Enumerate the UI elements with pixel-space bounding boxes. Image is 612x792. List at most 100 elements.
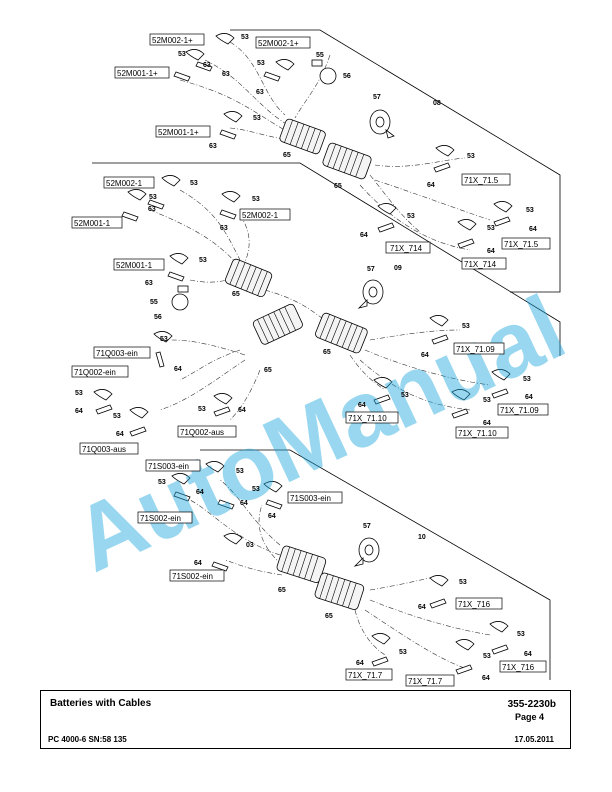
- ref-label: 71X_71.5: [504, 240, 539, 249]
- part-number: 64: [358, 402, 366, 409]
- part-number: 03: [246, 542, 254, 549]
- ref-label: 71X_71.7: [348, 671, 383, 680]
- part-number: 65: [264, 367, 272, 374]
- ref-label: 52M001-1+: [158, 128, 199, 137]
- boot: [171, 473, 191, 485]
- part-number: 56: [343, 73, 351, 80]
- part-number: 64: [524, 651, 532, 658]
- part-number: 53: [526, 207, 534, 214]
- corrugated-sleeve: [314, 572, 365, 610]
- cable-clamp: [319, 67, 337, 85]
- wiring-lines: [149, 41, 491, 671]
- part-number: 53: [160, 336, 168, 343]
- part-number: 56: [154, 314, 162, 321]
- ref-label: 71X_71.09: [456, 345, 495, 354]
- part-numbers: 53 53 63 55 56 53 63 63 57 53 63 65 65 5…: [75, 34, 537, 682]
- boot: [429, 315, 449, 327]
- section-number: 09: [394, 265, 402, 272]
- part-number: 53: [75, 390, 83, 397]
- part-number: 53: [462, 323, 470, 330]
- part-number: 64: [238, 407, 246, 414]
- boot: [489, 621, 509, 633]
- ref-label: 71Q002-aus: [180, 428, 224, 437]
- boot: [263, 481, 283, 493]
- cable-lug: [173, 71, 191, 82]
- part-number: 53: [241, 34, 249, 41]
- boot: [215, 33, 235, 45]
- boot: [223, 533, 243, 545]
- boxed-labels: 52M002-1+ 52M002-1+ 52M001-1+ 52M001-1+ …: [71, 33, 551, 687]
- part-number: 57: [373, 94, 381, 101]
- boot: [455, 639, 475, 651]
- machine-model: PC 4000-6 SN:58 135: [48, 735, 127, 744]
- ref-label: 71X_71.10: [348, 414, 387, 423]
- boot: [223, 111, 243, 123]
- ref-label: 71X_714: [390, 244, 423, 253]
- ref-label: 71S003-ein: [290, 494, 331, 503]
- boot: [221, 191, 241, 203]
- boot: [275, 59, 295, 71]
- part-number: 64: [427, 182, 435, 189]
- part-number: 63: [209, 143, 217, 150]
- boot: [153, 331, 173, 343]
- section-number: 08: [433, 100, 441, 107]
- boot: [371, 633, 391, 645]
- part-number: 53: [523, 376, 531, 383]
- corrugated-sleeve: [279, 118, 326, 155]
- part-number: 64: [240, 500, 248, 507]
- boot: [493, 201, 513, 213]
- part-number: 65: [334, 183, 342, 190]
- cable-lug: [129, 426, 147, 437]
- drawing-number: 355-2230b: [507, 699, 556, 710]
- cable-clamps: [171, 59, 337, 311]
- part-number: 53: [178, 51, 186, 58]
- part-number: 65: [325, 613, 333, 620]
- boot: [451, 389, 471, 401]
- boot: [373, 377, 393, 389]
- cable-lug: [451, 408, 469, 419]
- cable-lug: [173, 491, 191, 502]
- part-number: 57: [363, 523, 371, 530]
- cable-lug: [263, 71, 281, 82]
- ref-label: 71X_71.7: [408, 677, 443, 686]
- ref-label: 52M002-1: [106, 179, 143, 188]
- ref-label: 71X_71.10: [458, 429, 497, 438]
- cable-lug: [431, 334, 449, 345]
- cable-tie: [311, 59, 323, 67]
- cable-lug: [155, 351, 165, 368]
- section-numbers: 08 09 10: [394, 100, 441, 541]
- section-number: 10: [418, 534, 426, 541]
- boot: [129, 407, 149, 419]
- cable-lug: [433, 162, 451, 173]
- part-number: 64: [360, 232, 368, 239]
- ref-label: 52M002-1+: [258, 39, 299, 48]
- boot: [377, 203, 397, 215]
- ref-label: 52M001-1: [74, 219, 111, 228]
- part-number: 64: [268, 513, 276, 520]
- boot: [169, 253, 189, 265]
- tape-roll: [369, 109, 395, 139]
- ref-label: 71X_716: [502, 663, 535, 672]
- part-number: 65: [232, 291, 240, 298]
- corrugated-sleeve: [322, 142, 372, 180]
- part-number: 64: [525, 394, 533, 401]
- cable-lug: [217, 499, 235, 510]
- ref-label: 71X_716: [458, 600, 491, 609]
- ref-label: 52M002-1+: [152, 36, 193, 45]
- part-number: 53: [158, 479, 166, 486]
- part-number: 63: [256, 89, 264, 96]
- part-number: 65: [278, 587, 286, 594]
- cable-tie: [177, 285, 189, 293]
- part-number: 63: [148, 206, 156, 213]
- ref-label: 52M001-1+: [117, 69, 158, 78]
- ref-label: 71Q003-ein: [96, 349, 138, 358]
- ref-label: 52M001-1: [116, 261, 153, 270]
- part-number: 53: [483, 653, 491, 660]
- boot: [127, 189, 147, 201]
- part-number: 53: [467, 153, 475, 160]
- part-number: 53: [149, 194, 157, 201]
- ref-label: 71X_714: [464, 260, 497, 269]
- ref-label: 52M002-1: [242, 211, 279, 220]
- cable-lug: [211, 561, 229, 572]
- part-number: 63: [222, 71, 230, 78]
